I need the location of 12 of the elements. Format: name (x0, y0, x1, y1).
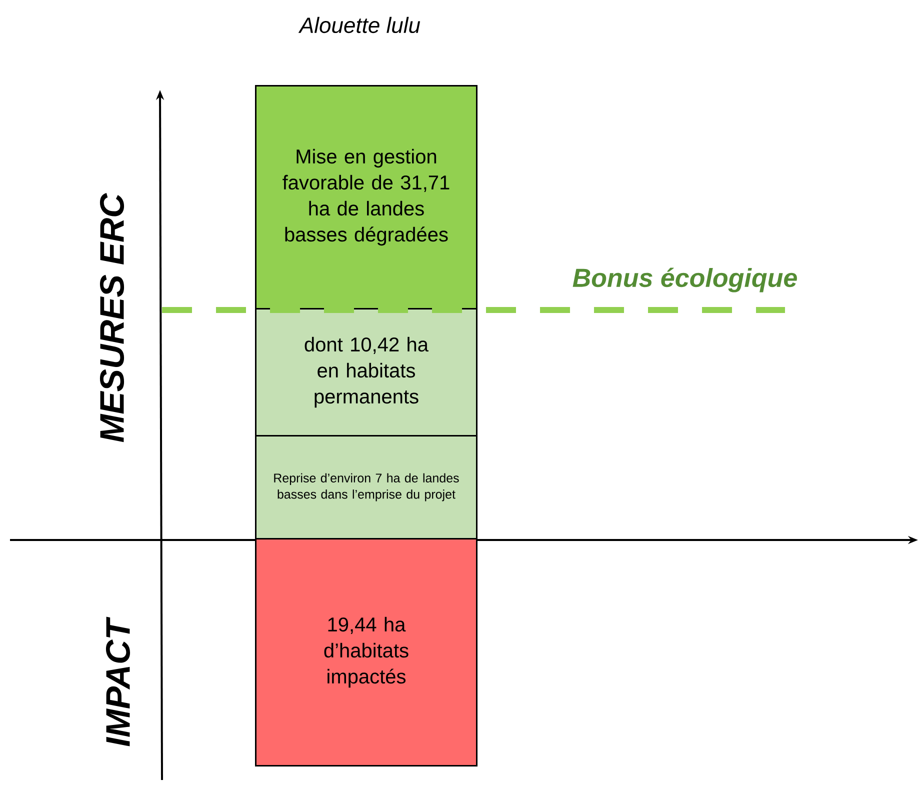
box-text: Reprise d’environ 7 ha de landes basses dans l’emprise du projet (274, 473, 459, 502)
box-text: dont 10,42 ha en habitats permanents (304, 336, 428, 408)
measure-box (255, 85, 478, 310)
measure-box (255, 308, 478, 436)
box-text: 19,44 ha d’habitats impactés (324, 616, 408, 688)
measure-box (255, 435, 478, 540)
threshold-label: Bonus écologique (572, 268, 797, 292)
axis-label: IMPACT (106, 616, 130, 746)
box-text: Mise en gestion favorable de 31,71 ha de landes basses dégradées (282, 148, 450, 246)
title: Alouette lulu (298, 16, 420, 34)
measure-box (255, 538, 478, 766)
axis-label: MESURES ERC (100, 192, 124, 442)
